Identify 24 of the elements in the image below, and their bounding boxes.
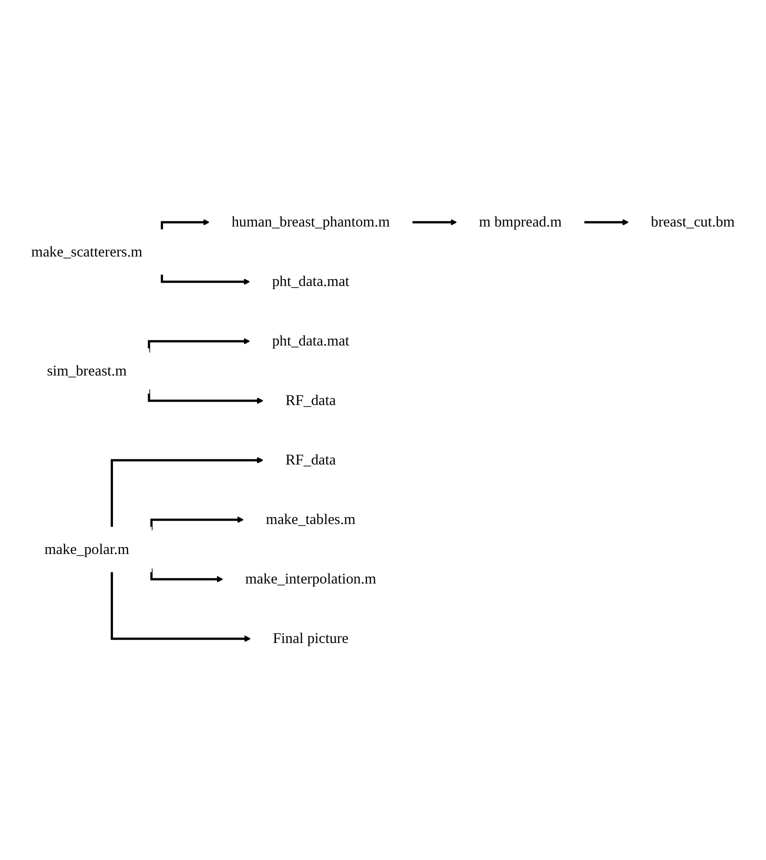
arrow xyxy=(110,456,264,527)
arrow xyxy=(148,338,250,352)
node-text: breast_cut.bm xyxy=(650,214,735,230)
node-text: sim_breast.m xyxy=(46,362,127,379)
node-text: RF_data xyxy=(285,392,336,408)
node-text: Final picture xyxy=(272,630,348,646)
node-text: make_interpolation.m xyxy=(245,570,376,587)
node-text: RF_data xyxy=(285,452,336,468)
node-text: make_polar.m xyxy=(44,540,130,558)
arrow xyxy=(160,218,210,230)
arrow xyxy=(150,568,224,582)
node-text: m bmpread.m xyxy=(479,214,562,230)
tree-diagram: make_scatterers.m human_breast_phantom.m m bmpread.m breast_cut.bm pht_data.mat sim_breast.m pht_data.mat RF_data make_polar.m RF_data make_tables.m make_interpolation.m Final picture xyxy=(3,194,763,666)
arrow xyxy=(160,274,250,285)
node-text: make_scatterers.m xyxy=(31,243,142,260)
node-text: pht_data.mat xyxy=(272,273,350,290)
arrow xyxy=(582,218,629,226)
node-text: human_breast_phantom.m xyxy=(232,214,390,230)
arrow xyxy=(150,516,244,530)
arrow xyxy=(110,571,251,642)
node-text: pht_data.mat xyxy=(272,332,350,349)
arrow xyxy=(148,388,264,404)
arrow xyxy=(410,218,458,226)
node-text: make_tables.m xyxy=(266,511,356,528)
